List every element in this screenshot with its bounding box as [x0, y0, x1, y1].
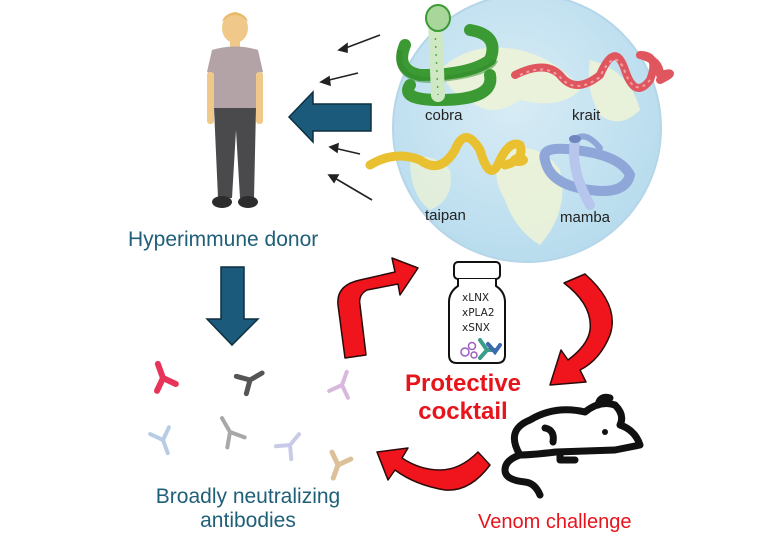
- cocktail-label-line1: Protective: [404, 370, 522, 397]
- cobra-icon: [396, 4, 499, 107]
- taipan-icon: [365, 133, 528, 175]
- snake-label-cobra: cobra: [425, 107, 463, 124]
- antibodies-label-line2: antibodies: [200, 509, 296, 532]
- snake-label-mamba: mamba: [560, 209, 611, 226]
- small-arrow-icon: [319, 72, 359, 87]
- antibody-icon: [148, 425, 171, 456]
- vial-item: xPLA2: [462, 307, 495, 319]
- exposure-arrows: [319, 34, 381, 201]
- snake-label-krait: krait: [572, 107, 601, 124]
- small-arrow-icon: [328, 142, 361, 155]
- antibody-icon: [154, 360, 179, 394]
- vial-item: xLNX: [462, 292, 490, 304]
- vial-contents: xLNX xPLA2 xSNX: [462, 291, 495, 336]
- blue-left-arrow-icon: [287, 90, 372, 144]
- mouse-eye: [602, 429, 608, 435]
- donor-person-icon: [207, 12, 263, 208]
- antibody-icon: [329, 449, 354, 481]
- krait-icon: [511, 51, 674, 92]
- vial-icon: [448, 261, 506, 364]
- donor-label: Hyperimmune donor: [128, 228, 319, 251]
- small-arrow-icon: [327, 174, 373, 201]
- red-curved-arrow-up-icon: [337, 257, 419, 359]
- mouse-icon: [501, 393, 644, 499]
- antibodies-label-line1: Broadly neutralizing: [155, 485, 341, 508]
- vial-item: xSNX: [462, 322, 490, 334]
- red-curved-arrow-down-icon: [549, 273, 613, 386]
- antibody-icon: [233, 370, 265, 397]
- cocktail-label: Protective cocktail: [388, 370, 538, 426]
- snake-label-taipan: taipan: [425, 207, 466, 224]
- cocktail-label-line2: cocktail: [418, 398, 508, 425]
- antibodies-label: Broadly neutralizing antibodies: [118, 485, 378, 533]
- small-arrow-icon: [337, 34, 381, 54]
- antibody-icon: [220, 416, 247, 450]
- red-curved-arrow-left-icon: [376, 447, 491, 491]
- venom-challenge-label: Venom challenge: [478, 511, 632, 533]
- antibody-icon: [327, 369, 350, 400]
- mamba-icon: [539, 133, 636, 210]
- antibody-icon: [273, 432, 301, 462]
- blue-down-arrow-icon: [205, 266, 260, 347]
